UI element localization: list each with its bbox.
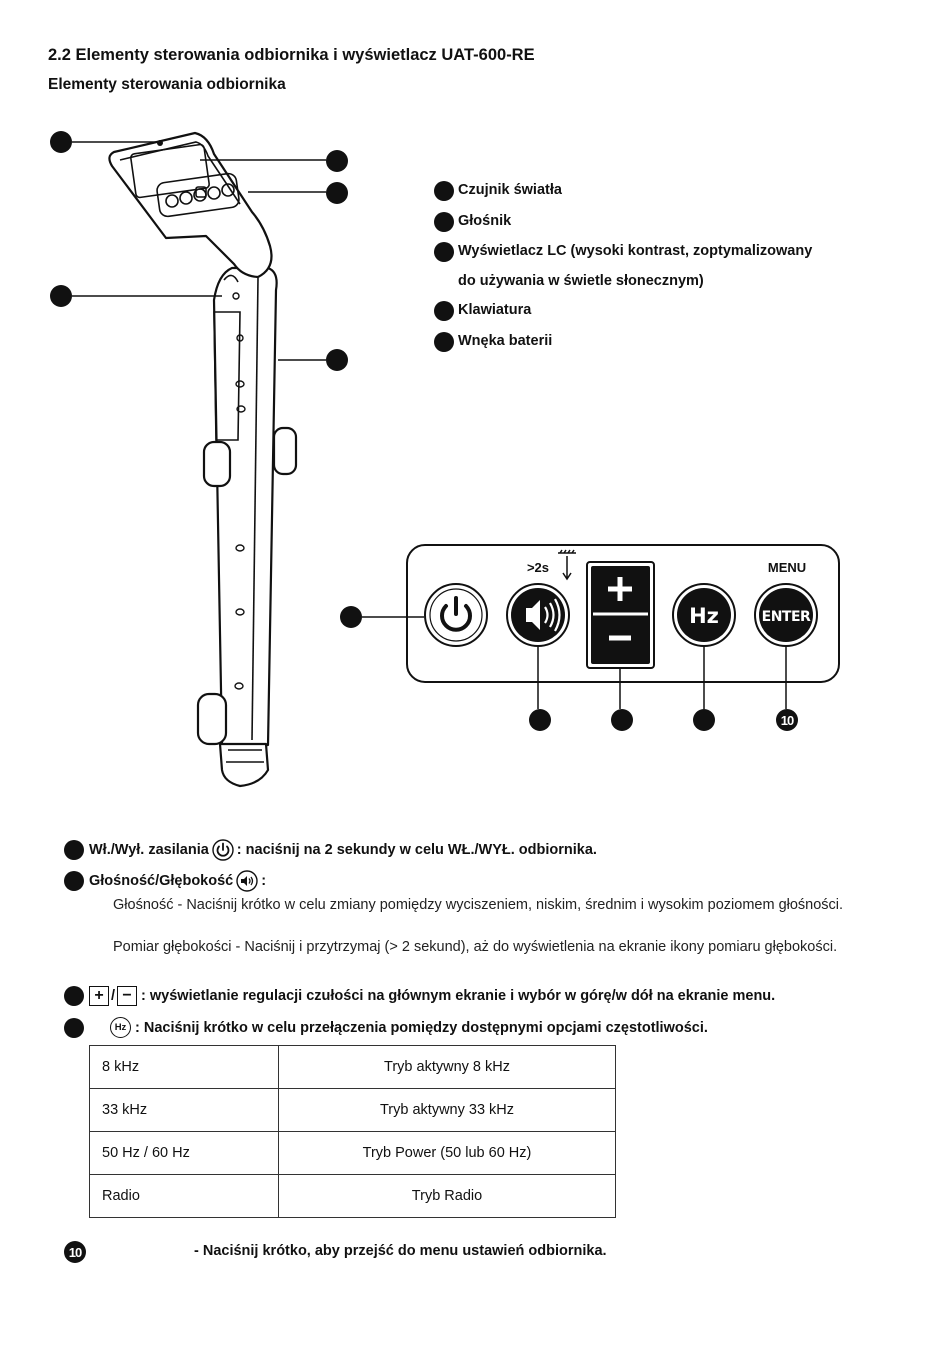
callout-number-10-bullet: 10 [64, 1241, 86, 1263]
desc-power: Wł./Wył. zasilania : naciśnij na 2 sekun… [64, 839, 597, 861]
speaker-icon [236, 870, 258, 892]
bullet-icon [64, 986, 84, 1006]
volume-description: Głośność - Naciśnij krótko w celu zmiany… [113, 897, 844, 913]
frequency-cell: Radio [89, 1174, 279, 1218]
section-title: 2.2 Elementy sterowania odbiornika i wyś… [48, 46, 535, 64]
mode-cell: Tryb aktywny 33 kHz [278, 1088, 616, 1132]
bullet-icon [64, 840, 84, 860]
desc-plus-minus: + / − : wyświetlanie regulacji czułości … [64, 986, 775, 1006]
enter-key-label: ENTER [762, 609, 811, 625]
frequency-cell: 33 kHz [89, 1088, 279, 1132]
enter-button-illustration: ENTER [754, 583, 818, 647]
desc-enter: - Naciśnij krótko, aby przejść do menu u… [194, 1243, 607, 1259]
keypad-illustration: >2s Hz ENTER MENU 10 [340, 544, 840, 731]
plus-icon: + [89, 986, 109, 1006]
bullet-icon [434, 181, 454, 201]
legend-item-display-continued: do używania w świetle słonecznym) [458, 273, 704, 289]
bullet-icon [434, 301, 454, 321]
mode-cell: Tryb Radio [278, 1174, 616, 1218]
down-arrow-icon [558, 549, 576, 581]
receiver-illustration [50, 131, 348, 788]
plus-minus-button-illustration [586, 561, 655, 669]
bullet-icon [434, 242, 454, 262]
frequency-table: 8 kHz Tryb aktywny 8 kHz 33 kHz Tryb akt… [89, 1045, 616, 1218]
hz-icon: Hz [110, 1017, 131, 1038]
hz-button-illustration: Hz [672, 583, 736, 647]
legend-item-light-sensor: Czujnik światła [434, 181, 562, 201]
table-row: 50 Hz / 60 Hz Tryb Power (50 lub 60 Hz) [89, 1131, 616, 1175]
legend-item-keypad: Klawiatura [434, 301, 531, 321]
mode-cell: Tryb aktywny 8 kHz [278, 1045, 616, 1089]
desc-hz: Hz : Naciśnij krótko w celu przełączenia… [64, 1017, 708, 1038]
bullet-icon [64, 1017, 84, 1038]
hold-time-label: >2s [527, 560, 549, 575]
legend-item-speaker: Głośnik [434, 212, 511, 232]
callout-number-10: 10 [781, 713, 794, 728]
table-row: 8 kHz Tryb aktywny 8 kHz [89, 1045, 616, 1089]
bullet-icon [64, 871, 84, 891]
volume-button-illustration [506, 583, 570, 647]
menu-label: MENU [768, 560, 806, 575]
legend-item-display: Wyświetlacz LC (wysoki kontrast, zoptyma… [434, 242, 812, 262]
minus-icon: − [117, 986, 138, 1006]
table-row: 33 kHz Tryb aktywny 33 kHz [89, 1088, 616, 1132]
frequency-cell: 8 kHz [89, 1045, 279, 1089]
power-button-illustration [424, 583, 488, 647]
bullet-icon [434, 212, 454, 232]
desc-volume: Głośność/Głębokość : [64, 870, 266, 892]
table-row: Radio Tryb Radio [89, 1174, 616, 1218]
bullet-icon [434, 332, 454, 352]
legend-item-battery: Wnęka baterii [434, 332, 552, 352]
hz-key-label: Hz [689, 604, 719, 628]
depth-description: Pomiar głębokości - Naciśnij i przytrzym… [113, 939, 838, 955]
power-icon [212, 839, 234, 861]
section-subtitle: Elementy sterowania odbiornika [48, 76, 286, 93]
mode-cell: Tryb Power (50 lub 60 Hz) [278, 1131, 616, 1175]
frequency-cell: 50 Hz / 60 Hz [89, 1131, 279, 1175]
